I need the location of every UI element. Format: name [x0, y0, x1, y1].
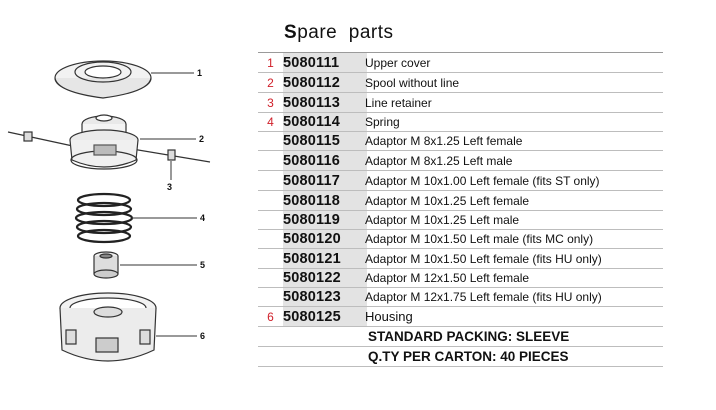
part-code: 5080114 — [283, 114, 341, 130]
carton-info: Q.TY PER CARTON: 40 PIECES — [368, 349, 569, 364]
part-description: Spool without line — [365, 75, 460, 90]
carton-info-row: Q.TY PER CARTON: 40 PIECES — [258, 347, 663, 367]
table-row: 5080117 Adaptor M 10x1.00 Left female (fi… — [258, 171, 663, 191]
part-code: 5080117 — [283, 172, 341, 189]
table-row: 6 5080125 Housing — [258, 307, 663, 327]
exploded-parts-diagram: 1 2 3 4 5 6 — [7, 60, 211, 362]
callout-label-1: 1 — [197, 68, 202, 78]
callout-label-3: 3 — [167, 182, 172, 192]
part-code: 5080119 — [283, 212, 341, 228]
table-row: 5080122 Adaptor M 12x1.50 Left female — [258, 269, 663, 288]
part-description: Adaptor M 10x1.00 Left female (fits ST o… — [365, 173, 600, 188]
part-description: Adaptor M 12x1.75 Left female (fits HU o… — [365, 290, 602, 304]
part-index: 4 — [267, 115, 274, 129]
table-row: 5080119 Adaptor M 10x1.25 Left male — [258, 211, 663, 230]
callout-label-4: 4 — [200, 213, 205, 223]
title-first-letter: S — [284, 22, 298, 43]
part-code: 5080118 — [283, 192, 341, 209]
title-rest: pare parts — [297, 22, 394, 43]
table-row: 5080121 Adaptor M 10x1.50 Left female (fi… — [258, 249, 663, 269]
housing-drawing — [59, 292, 157, 362]
part-description: Adaptor M 10x1.50 Left male (fits MC onl… — [365, 232, 594, 246]
part-description: Adaptor M 8x1.25 Left male — [365, 153, 513, 168]
part-code: 5080121 — [283, 250, 341, 267]
part-code: 5080115 — [283, 133, 341, 149]
table-row: 5080115 Adaptor M 8x1.25 Left female — [258, 132, 663, 151]
part-code: 5080112 — [283, 74, 341, 91]
part-index: 3 — [267, 95, 274, 110]
spring-drawing — [74, 192, 134, 244]
part-description: Line retainer — [365, 95, 432, 110]
part-description: Housing — [365, 309, 413, 324]
table-row: 1 5080111 Upper cover — [258, 52, 663, 73]
table-row: 2 5080112 Spool without line — [258, 73, 663, 93]
table-row: 5080123 Adaptor M 12x1.75 Left female (fi… — [258, 288, 663, 307]
table-row: 4 5080114 Spring — [258, 113, 663, 132]
callout-label-6: 6 — [200, 331, 205, 341]
part-code: 5080116 — [283, 152, 341, 169]
table-row: 5080120 Adaptor M 10x1.50 Left male (fits… — [258, 230, 663, 249]
part-description: Upper cover — [365, 55, 431, 70]
part-description: Adaptor M 10x1.50 Left female (fits HU o… — [365, 251, 602, 266]
adaptor-drawing — [93, 251, 119, 279]
part-index: 1 — [267, 55, 274, 70]
part-description: Spring — [365, 115, 400, 129]
part-code: 5080125 — [283, 308, 341, 325]
spool-drawing — [7, 114, 211, 170]
part-description: Adaptor M 12x1.50 Left female — [365, 271, 530, 285]
packing-info-row: STANDARD PACKING: SLEEVE — [258, 327, 663, 347]
table-row: 5080116 Adaptor M 8x1.25 Left male — [258, 151, 663, 171]
part-description: Adaptor M 10x1.25 Left male — [365, 213, 520, 227]
part-code: 5080113 — [283, 94, 341, 111]
table-row: 5080118 Adaptor M 10x1.25 Left female — [258, 191, 663, 211]
part-index: 6 — [267, 309, 274, 324]
part-code: 5080123 — [283, 289, 341, 305]
page-title: Spare parts — [284, 22, 394, 44]
part-description: Adaptor M 10x1.25 Left female — [365, 193, 530, 208]
table-row: 3 5080113 Line retainer — [258, 93, 663, 113]
callout-label-2: 2 — [199, 134, 204, 144]
part-index: 2 — [267, 75, 274, 90]
callout-label-5: 5 — [200, 260, 205, 270]
part-code: 5080122 — [283, 270, 341, 286]
spare-parts-table: 1 5080111 Upper cover 2 5080112 Spool without… — [258, 52, 663, 367]
part-code: 5080111 — [283, 54, 340, 71]
part-code: 5080120 — [283, 231, 341, 247]
part-description: Adaptor M 8x1.25 Left female — [365, 134, 523, 148]
upper-cover-drawing — [54, 60, 152, 99]
packing-info: STANDARD PACKING: SLEEVE — [368, 329, 570, 344]
